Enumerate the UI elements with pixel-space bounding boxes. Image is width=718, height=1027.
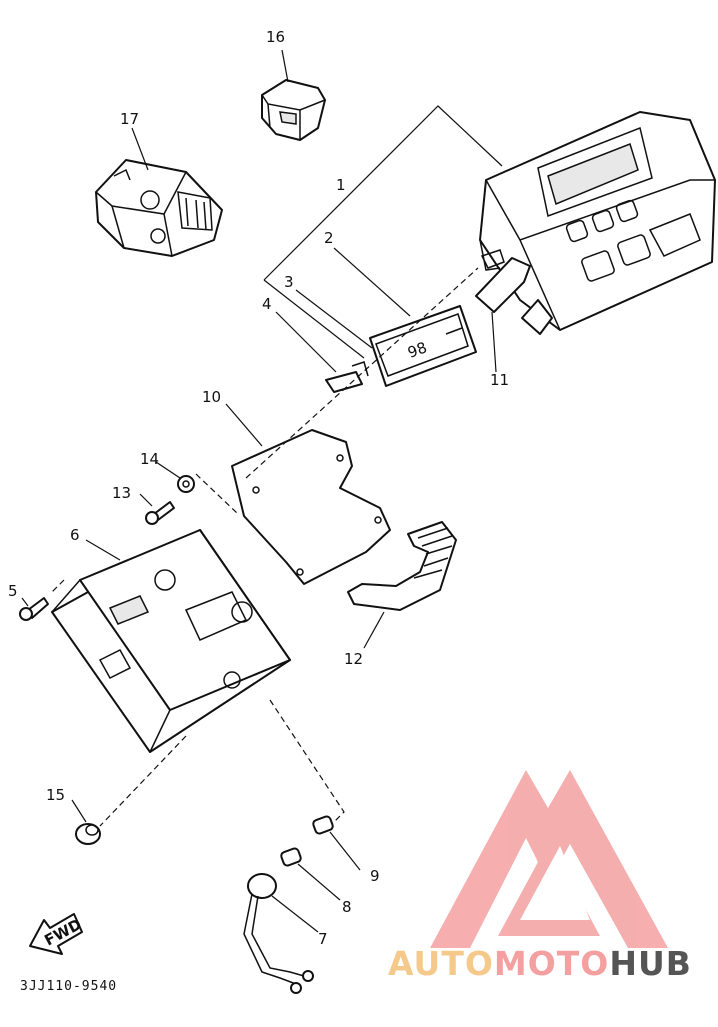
label-10: 10 bbox=[202, 388, 221, 406]
label-5: 5 bbox=[8, 582, 18, 600]
label-3: 3 bbox=[284, 273, 294, 291]
watermark-moto: MOTO bbox=[494, 944, 609, 983]
watermark-auto: AUTO bbox=[388, 944, 494, 983]
label-15: 15 bbox=[46, 786, 65, 804]
label-13: 13 bbox=[112, 484, 131, 502]
leader-lines bbox=[21, 49, 503, 933]
part-13-screw bbox=[145, 501, 175, 525]
label-9: 9 bbox=[370, 867, 380, 885]
fwd-arrow-icon: FWD bbox=[29, 913, 85, 955]
label-7: 7 bbox=[318, 930, 328, 948]
diagram-code: 3JJ110-9540 bbox=[20, 979, 117, 994]
label-4: 4 bbox=[262, 295, 272, 313]
part-2-lcd-display: 98 bbox=[369, 305, 477, 387]
label-6: 6 bbox=[70, 526, 80, 544]
label-14: 14 bbox=[140, 450, 159, 468]
part-11-connector bbox=[475, 249, 531, 313]
label-2: 2 bbox=[324, 229, 334, 247]
part-16-bracket bbox=[261, 79, 326, 141]
part-4-pin bbox=[325, 361, 369, 393]
watermark-hub: HUB bbox=[609, 944, 692, 983]
watermark-text: AUTOMOTOHUB bbox=[388, 944, 692, 983]
part-6-case bbox=[51, 529, 291, 753]
watermark-logo-icon bbox=[430, 770, 668, 948]
label-11: 11 bbox=[490, 371, 509, 389]
part-8-bulb bbox=[280, 847, 302, 867]
label-1: 1 bbox=[336, 176, 346, 194]
part-12-ribbon-cable bbox=[347, 521, 457, 611]
label-16: 16 bbox=[266, 28, 285, 46]
part-5-screw bbox=[19, 597, 49, 621]
part-7-socket bbox=[243, 873, 314, 994]
part-17-switch-block bbox=[95, 159, 223, 257]
part-number-labels: 1 2 3 4 5 6 7 8 9 10 11 12 13 14 15 16 1… bbox=[8, 28, 509, 948]
part-10-circuit-board bbox=[231, 429, 391, 585]
part-15-grommet bbox=[75, 823, 101, 845]
part-1-meter-assembly bbox=[479, 111, 716, 335]
part-14-washer bbox=[177, 475, 195, 493]
label-12: 12 bbox=[344, 650, 363, 668]
label-8: 8 bbox=[342, 898, 352, 916]
label-17: 17 bbox=[120, 110, 139, 128]
lcd-digits: 98 bbox=[405, 338, 429, 361]
part-9-bulb bbox=[312, 815, 334, 835]
